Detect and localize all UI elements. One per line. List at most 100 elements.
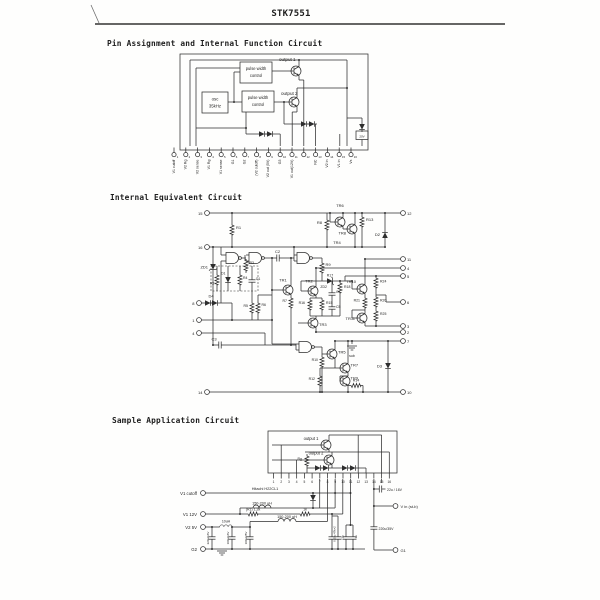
capacitor-symbol bbox=[248, 275, 256, 287]
pwc1-box bbox=[239, 61, 273, 84]
component-label: TR2 bbox=[305, 279, 313, 284]
app-pin: 6 bbox=[311, 473, 313, 484]
fc-diagram: osc 35kHz pulse width control pulse widt… bbox=[171, 53, 369, 179]
app-wires bbox=[205, 479, 393, 551]
capacitor-symbol bbox=[328, 288, 336, 300]
resistor-symbol bbox=[288, 295, 294, 311]
fc-pin: 14 V2 in bbox=[324, 147, 334, 168]
osc-freq-label: 35kHz bbox=[209, 104, 221, 109]
component-label: R1 bbox=[236, 225, 242, 230]
pin-number: 11 bbox=[295, 155, 298, 159]
pin-number: 15 bbox=[342, 155, 346, 159]
pin-number: 2 bbox=[280, 480, 282, 484]
app-pin: 16 bbox=[388, 473, 391, 484]
app-pin: 2 bbox=[280, 473, 282, 484]
component-label: R17 bbox=[327, 274, 333, 278]
component-label: TR11 bbox=[346, 316, 356, 321]
capacitor-symbol bbox=[272, 254, 284, 262]
ground-symbol bbox=[216, 550, 228, 556]
header: STK7551 bbox=[90, 4, 505, 25]
pin-circle bbox=[254, 152, 260, 158]
output1-label: output 1 bbox=[304, 436, 320, 441]
transistor-symbol bbox=[356, 283, 368, 295]
resistor-symbol bbox=[373, 308, 379, 324]
component-label: D3 bbox=[377, 364, 383, 369]
pwc2-box bbox=[241, 90, 275, 113]
component-label: R16 bbox=[299, 301, 305, 305]
component-label: C3 bbox=[211, 337, 217, 342]
terminal-label: G2 bbox=[191, 547, 197, 552]
pin-number: 11 bbox=[407, 257, 412, 262]
pin-number: 6 bbox=[236, 155, 238, 159]
pin-number: 5 bbox=[224, 155, 226, 159]
section2: Internal Equivalent Circuit 15 16 8 1 4 … bbox=[110, 193, 412, 395]
pin-number: 8 bbox=[192, 301, 195, 306]
pin-circle bbox=[277, 152, 283, 158]
pin-circle bbox=[301, 152, 307, 158]
capacitor-label: 220u/16V bbox=[206, 532, 210, 545]
resistor-symbol bbox=[304, 453, 310, 469]
pin-number: 2 bbox=[189, 155, 191, 159]
transistor-symbol bbox=[346, 223, 358, 235]
output2-label: output 2 bbox=[281, 91, 298, 96]
fc-pin: 4 V1 Rg bbox=[206, 147, 214, 170]
capacitor-symbol bbox=[214, 341, 226, 349]
pin-label: V2 Rg bbox=[184, 160, 188, 170]
resistor-symbol bbox=[373, 294, 379, 310]
pin-number: 2 bbox=[407, 330, 410, 335]
pin-circle bbox=[195, 152, 201, 158]
pwc1-label-2: control bbox=[250, 73, 262, 78]
component-label: R18 bbox=[344, 285, 350, 289]
fc-pin: 10 G3 bbox=[277, 147, 287, 164]
resistor-symbol bbox=[319, 354, 325, 370]
diode-symbol bbox=[209, 299, 221, 307]
component-label: C2 bbox=[275, 249, 281, 254]
pin-label: G2 bbox=[243, 160, 247, 165]
app-pin: 13 bbox=[364, 473, 368, 484]
terminal-label: V in (st-b) bbox=[401, 504, 419, 509]
inductor-label: 10uH bbox=[222, 520, 231, 524]
fc-pin: 8 (V2 cutoff) bbox=[254, 147, 261, 176]
diode-symbol bbox=[320, 464, 332, 472]
app-pin: 12 bbox=[357, 473, 360, 484]
eq-junctions bbox=[212, 212, 389, 393]
pin-circle bbox=[171, 152, 177, 158]
eq-left-pins: 15 16 8 1 4 14 bbox=[192, 210, 210, 395]
ground-symbol bbox=[346, 345, 358, 351]
terminal-label: G1 bbox=[401, 548, 407, 553]
component-label: R15 bbox=[326, 301, 332, 305]
component-label: ZD2 bbox=[320, 285, 327, 289]
app-pin: 3 bbox=[288, 473, 290, 484]
pin-number: 16 bbox=[354, 155, 358, 159]
pin-label: NC bbox=[313, 159, 317, 165]
pin-number: 1 bbox=[273, 480, 275, 484]
app-box-wires bbox=[272, 434, 390, 473]
inductor-label: 150-200 uH bbox=[252, 502, 272, 506]
nand-gate-symbol bbox=[222, 252, 245, 264]
capacitor-label: 1u bbox=[341, 535, 345, 539]
component-label: R14 bbox=[353, 379, 359, 383]
fc-pin: 12 bbox=[301, 147, 310, 159]
component-label: R25 bbox=[380, 312, 386, 316]
app-junctions bbox=[211, 488, 375, 550]
capacitor-label: 100u/16V bbox=[226, 532, 230, 545]
pin-label: Vs bbox=[349, 159, 353, 163]
component-label: R6 bbox=[262, 303, 267, 307]
component-label: sub bbox=[349, 354, 355, 358]
zener-diode-symbol bbox=[209, 262, 217, 272]
resistor-symbol bbox=[297, 511, 313, 517]
component-label: C4 bbox=[336, 290, 341, 294]
pin-number: 10 bbox=[283, 155, 287, 159]
app-right-terminals: V in (st-b) G1 bbox=[392, 503, 419, 553]
app-pin: 4 bbox=[296, 473, 298, 484]
pin-label: V2 in bbox=[325, 160, 329, 168]
fc-junctions bbox=[233, 59, 348, 129]
output2-label: output 2 bbox=[309, 451, 325, 456]
pin-number: 4 bbox=[407, 266, 410, 271]
pin-label: V1 out(12V) bbox=[290, 160, 294, 179]
doc-title: STK7551 bbox=[271, 9, 310, 19]
pin-label: V1 Rg bbox=[207, 160, 211, 170]
transistor-symbol bbox=[307, 285, 319, 297]
pin-number: 8 bbox=[259, 155, 261, 159]
transistor-symbol bbox=[307, 317, 319, 329]
